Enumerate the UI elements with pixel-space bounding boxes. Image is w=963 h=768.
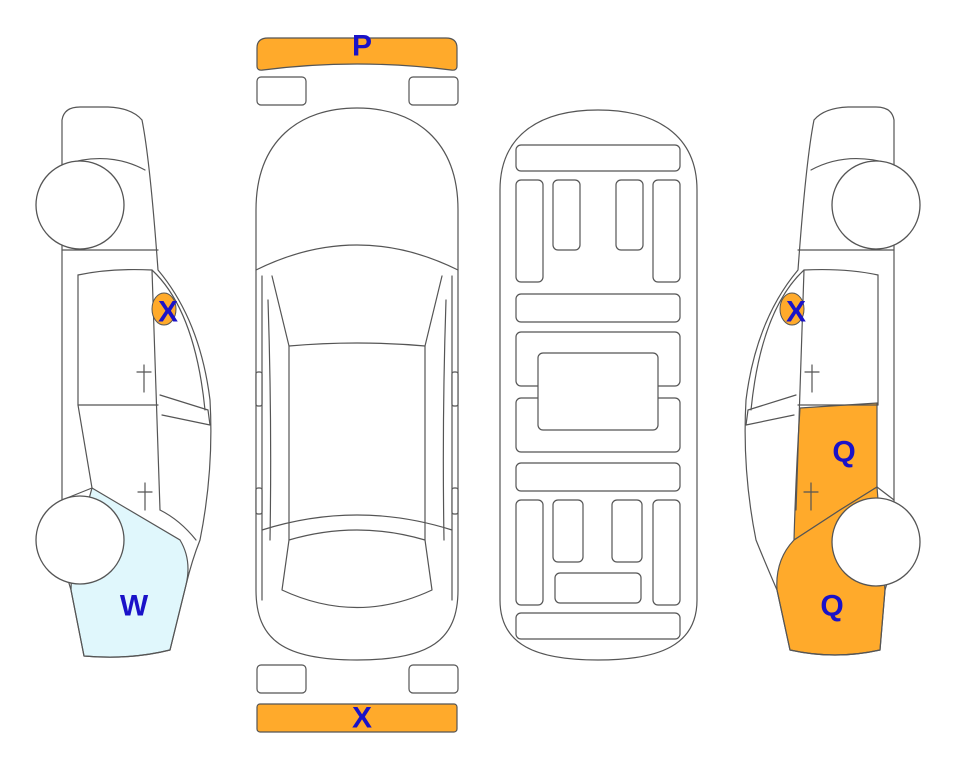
left-front-damage-spot[interactable] <box>151 292 177 326</box>
underside-view <box>499 109 698 661</box>
right-rear-wheel <box>831 497 921 587</box>
roof-panel <box>288 345 426 541</box>
left-rear-wheel <box>35 495 125 585</box>
right-front-wheel <box>831 160 921 250</box>
rear-bumper-panel[interactable] <box>256 703 458 733</box>
top-view-body <box>255 107 459 661</box>
rear-right-light <box>408 664 459 694</box>
front-bumper-group: P <box>256 30 459 106</box>
right-front-mark: X <box>786 296 806 329</box>
rear-left-light <box>256 664 307 694</box>
right-side-body <box>744 106 895 656</box>
front-left-light <box>256 76 307 106</box>
right-front-damage-spot[interactable] <box>779 292 805 326</box>
front-bumper-panel[interactable] <box>256 37 458 71</box>
left-side-view: X W <box>35 106 212 658</box>
rear-bumper-mark: X <box>352 702 372 735</box>
rear-bumper-group: X <box>256 664 459 735</box>
underside-body <box>499 109 698 661</box>
left-rear-quarter-mark: W <box>120 590 149 623</box>
left-side-body <box>61 106 212 658</box>
right-rear-quarter-mark: Q <box>820 590 843 623</box>
right-side-view: X Q Q <box>744 106 921 656</box>
front-bumper-mark: P <box>352 30 372 63</box>
right-rear-door-mark: Q <box>832 436 855 469</box>
left-front-wheel <box>35 160 125 250</box>
left-front-mark: X <box>158 296 178 329</box>
top-view <box>255 107 459 661</box>
front-right-light <box>408 76 459 106</box>
